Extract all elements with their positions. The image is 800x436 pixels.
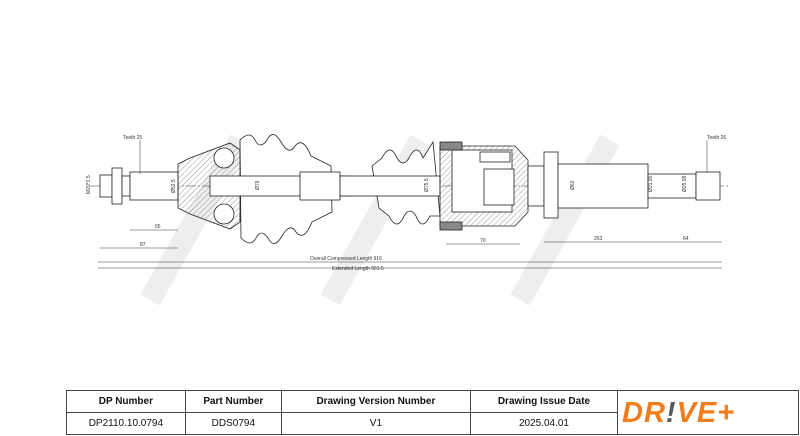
header-part-number: Part Number [184, 390, 282, 413]
thread-label: M20*1.5 [86, 175, 92, 194]
dp-number: DP2110.10.0794 [66, 412, 186, 435]
len-87: 87 [140, 242, 146, 248]
header-version: Drawing Version Number [280, 390, 471, 413]
drive-logo: DR!VE+ [622, 397, 736, 429]
logo-cell [617, 390, 799, 435]
extended-length: Extended Length 961.5 [332, 266, 384, 272]
len-263: 263 [594, 236, 603, 242]
dia-right-joint: Ø75.5 [424, 178, 430, 192]
len-70: 70 [480, 238, 486, 244]
len-55: 55 [155, 224, 161, 230]
dia-left-boot: Ø79 [255, 180, 261, 190]
header-issue-date: Drawing Issue Date [469, 390, 619, 413]
dia-spline: Ø25.95 [682, 175, 688, 192]
header-dp-number: DP Number [66, 390, 186, 413]
teeth-right-label: Teeth 26 [707, 135, 726, 141]
overall-length: Overall Compressed Length 916 [310, 256, 382, 262]
dia-left-shaft: Ø52.5 [171, 179, 177, 193]
teeth-left-label: Teeth 25 [123, 135, 142, 141]
title-block: DP Number Part Number Drawing Version Nu… [66, 390, 799, 435]
version: V1 [280, 412, 471, 435]
part-number: DDS0794 [184, 412, 282, 435]
dia-right-shaft: Ø31.95 [648, 175, 654, 192]
issue-date: 2025.04.01 [469, 412, 619, 435]
len-64: 64 [683, 236, 689, 242]
dia-bearing: Ø62 [570, 180, 576, 190]
